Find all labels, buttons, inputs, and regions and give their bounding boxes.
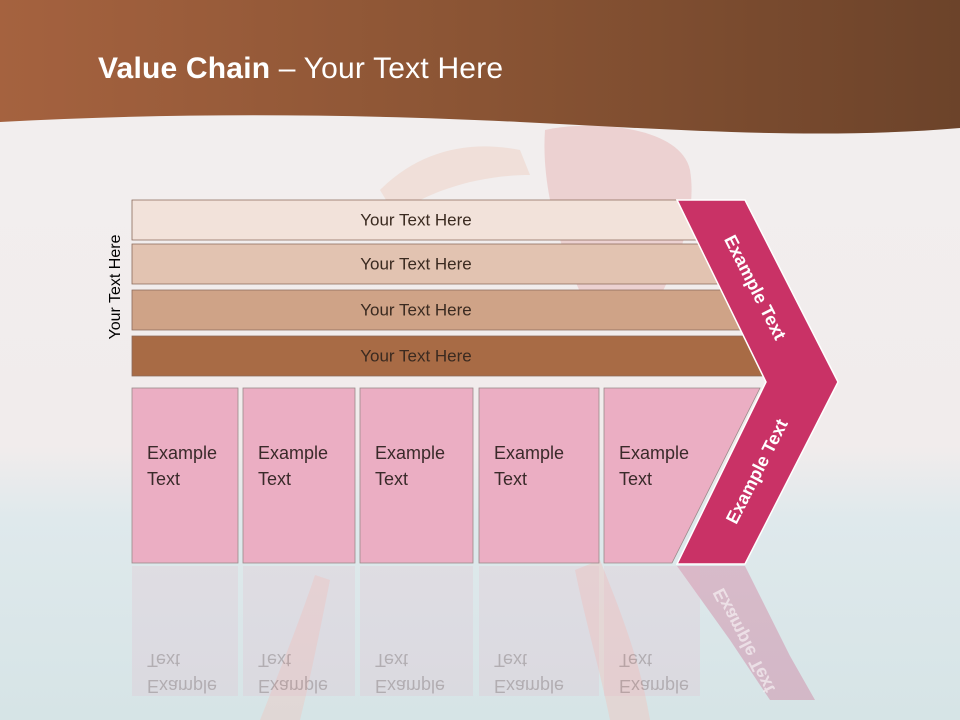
primary-box-reflection-line2: Text xyxy=(494,650,527,670)
primary-box-line2: Text xyxy=(619,469,652,489)
primary-boxes: ExampleTextExampleTextExampleTextExample… xyxy=(131,387,761,564)
primary-box-reflection-line2: Text xyxy=(375,650,408,670)
primary-box-shape xyxy=(603,387,761,564)
primary-box-line2: Text xyxy=(375,469,408,489)
primary-box-line2: Text xyxy=(147,469,180,489)
support-bar-2: Your Text Here xyxy=(131,243,720,285)
primary-box-line1: Example xyxy=(494,443,564,463)
primary-box-reflection xyxy=(243,566,355,696)
primary-box-reflection-line1: Example xyxy=(619,676,689,696)
primary-box-line1: Example xyxy=(375,443,445,463)
title-rest: – Your Text Here xyxy=(270,52,504,85)
primary-box-shape xyxy=(478,387,600,564)
primary-box-line1: Example xyxy=(619,443,689,463)
primary-box-shape xyxy=(242,387,356,564)
primary-box-reflection-line1: Example xyxy=(147,676,217,696)
primary-box-line2: Text xyxy=(494,469,527,489)
primary-box-reflection-line1: Example xyxy=(494,676,564,696)
primary-box-reflection xyxy=(360,566,473,696)
primary-box-line2: Text xyxy=(258,469,291,489)
primary-box-line1: Example xyxy=(147,443,217,463)
support-bar-label: Your Text Here xyxy=(360,346,472,365)
primary-box-reflection-line2: Text xyxy=(147,650,180,670)
primary-box-line1: Example xyxy=(258,443,328,463)
primary-box-reflection xyxy=(132,566,238,696)
primary-box-reflection-line2: Text xyxy=(619,650,652,670)
support-bar-label: Your Text Here xyxy=(360,210,472,229)
support-bar-1: Your Text Here xyxy=(131,199,698,241)
primary-box-reflection-line1: Example xyxy=(258,676,328,696)
title-bold: Value Chain xyxy=(98,52,271,85)
page-title: Value Chain – Your Text Here xyxy=(98,52,503,86)
support-bar-3: Your Text Here xyxy=(131,289,743,331)
primary-box-shape xyxy=(131,387,239,564)
support-bar-label: Your Text Here xyxy=(360,300,472,319)
primary-box-reflection-line1: Example xyxy=(375,676,445,696)
primary-box-reflection xyxy=(604,566,700,696)
support-bar-label: Your Text Here xyxy=(360,254,472,273)
chevron-shape xyxy=(675,199,839,565)
primary-box-reflection xyxy=(479,566,599,696)
primary-box-shape xyxy=(359,387,474,564)
support-bar-4: Your Text Here xyxy=(131,335,766,377)
primary-box-reflection-line2: Text xyxy=(258,650,291,670)
chevron-reflection xyxy=(677,566,815,700)
